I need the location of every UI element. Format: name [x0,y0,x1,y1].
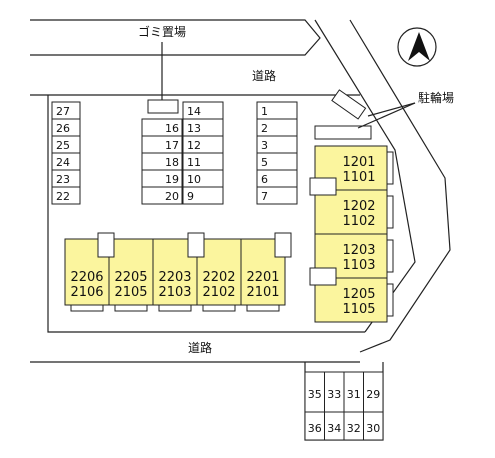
parking-south-number: 36 [308,422,322,435]
unit-number-lower: 2105 [114,285,147,300]
building-entrance [309,177,337,196]
building-balcony [386,239,394,273]
building-entrance [309,267,337,286]
building-balcony [202,304,236,312]
bike-parking-shelter-upper [331,89,367,120]
unit-number-upper: 2205 [114,270,147,285]
building-balcony [386,151,394,185]
building-unit [108,238,154,306]
site-outline [30,19,451,441]
parking-south-number: 33 [327,388,341,401]
parking-b-number: 20 [165,190,179,203]
parking-south-slot [363,411,384,441]
parking-b-number: 16 [165,122,179,135]
parking-b-number: 17 [165,139,179,152]
parking-c-number: 14 [187,105,201,118]
parking-c-number: 9 [187,190,194,203]
parking-d-number: 3 [261,139,268,152]
bike-parking-label: 駐輪場 [418,90,454,105]
parking-d-number: 5 [261,156,268,169]
building-balcony [114,304,148,312]
garbage-label: ゴミ置場 [138,24,186,39]
parking-a-number: 27 [56,105,70,118]
unit-number-upper: 2201 [246,270,279,285]
bike-leader-line-2 [357,102,416,129]
unit-number-lower: 1102 [342,214,375,229]
unit-number-lower: 2106 [70,285,103,300]
top-road-edge [30,19,321,56]
parking-column-b: 16 17 18 19 20 [141,118,183,205]
parking-south-number: 34 [327,422,341,435]
unit-number-upper: 1201 [342,155,375,170]
building-balcony [386,195,394,229]
parking-a-number: 22 [56,190,70,203]
building-entrance [187,232,205,258]
parking-a-number: 23 [56,173,70,186]
building-unit [314,189,388,235]
unit-number-lower: 2102 [202,285,235,300]
building-entrance [97,232,115,258]
parking-c-number: 10 [187,173,201,186]
unit-number-lower: 2103 [158,285,191,300]
parking-column-c: 14 13 12 11 10 9 [182,101,224,205]
parking-south-number: 31 [347,388,361,401]
north-arrow-icon [397,27,437,67]
parking-south-number: 35 [308,388,322,401]
garbage-station [147,99,179,114]
road-label-top: 道路 [252,68,276,83]
parking-d-number: 6 [261,173,268,186]
parking-south-number: 32 [347,422,361,435]
building-entrance [274,232,292,258]
lot-boundary [47,95,365,333]
parking-b-number: 18 [165,156,179,169]
unit-number-lower: 1105 [342,302,375,317]
unit-number-upper: 2203 [158,270,191,285]
parking-d-number: 1 [261,105,268,118]
right-road-edge [349,19,451,353]
unit-number-upper: 2202 [202,270,235,285]
parking-b-number: 19 [165,173,179,186]
road-label-bottom: 道路 [188,340,212,355]
unit-number-upper: 1203 [342,243,375,258]
unit-number-upper: 1202 [342,199,375,214]
unit-number-lower: 1103 [342,258,375,273]
parking-c-number: 11 [187,156,201,169]
parking-a-number: 25 [56,139,70,152]
parking-c-slot [182,186,224,205]
building-balcony [70,304,104,312]
bike-parking-shelter-lower [314,125,372,140]
building-balcony [246,304,280,312]
parking-a-number: 24 [56,156,70,169]
parking-a-number: 26 [56,122,70,135]
parking-d-number: 2 [261,122,268,135]
parking-south-lot: 35 33 31 29 36 34 32 30 [304,371,384,441]
parking-c-number: 13 [187,122,201,135]
parking-d-number: 7 [261,190,268,203]
parking-south-number: 30 [366,422,380,435]
building-balcony [158,304,192,312]
parking-column-a: 27 26 25 24 23 22 [51,101,81,205]
bike-leader-line-1 [367,102,416,117]
parking-c-number: 12 [187,139,201,152]
unit-number-lower: 2101 [246,285,279,300]
parking-south-number: 29 [366,388,380,401]
parking-a-slot [51,186,81,205]
unit-number-upper: 1205 [342,287,375,302]
parking-d-slot [256,186,298,205]
unit-number-upper: 2206 [70,270,103,285]
parking-b-slot [141,186,183,205]
unit-number-lower: 1101 [342,170,375,185]
building-balcony [386,283,394,317]
parking-column-d: 1 2 3 5 6 7 [256,101,298,205]
